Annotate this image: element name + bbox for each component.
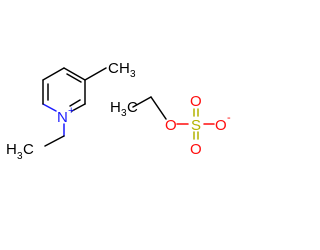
ester-oxygen-label: O — [165, 117, 177, 134]
anion-charge-label: - — [227, 112, 231, 124]
anion-hydrogen-label: H — [110, 99, 121, 116]
ring-methyl-group: C H 3 — [108, 60, 136, 80]
oxo-oxygen-top-label: O — [190, 93, 202, 110]
ethyl-bond — [132, 96, 152, 108]
ring-bond-n — [42, 103, 57, 112]
ethyl-hydrogen-label: H — [6, 141, 17, 158]
anion-count-label: 3 — [121, 108, 127, 119]
methyl-bond — [84, 67, 107, 81]
ethyl-carbon-label: C — [23, 141, 34, 158]
anion-ethyl-methyl-group: H 3 C — [110, 99, 138, 119]
ring-bond — [71, 103, 86, 112]
ethyl-count-label: 3 — [17, 151, 23, 162]
methyl-carbon-label: C — [108, 60, 119, 77]
sulfur-label: S — [191, 117, 201, 134]
nitrogen-label: N — [57, 109, 68, 126]
n-ethyl-methyl-group: H 3 C — [6, 141, 34, 162]
ethyl-bond — [150, 96, 167, 120]
ring-double-bond — [66, 73, 82, 83]
ring-double-bond — [69, 99, 81, 107]
structure-diagram: N + C H 3 H 3 C H 3 C O S O O O - — [6, 60, 231, 162]
ring-bond — [42, 67, 65, 81]
methyl-hydrogen-label: H — [119, 60, 130, 77]
ring-bond — [63, 67, 86, 81]
anion-carbon-label: C — [127, 99, 138, 116]
pyridinium-ring — [42, 67, 86, 112]
methyl-count-label: 3 — [130, 69, 136, 80]
anionic-oxygen-label: O — [215, 117, 227, 134]
cation-charge-label: + — [68, 105, 74, 117]
oxo-oxygen-bottom-label: O — [190, 141, 202, 158]
ethyl-bond — [44, 135, 65, 147]
